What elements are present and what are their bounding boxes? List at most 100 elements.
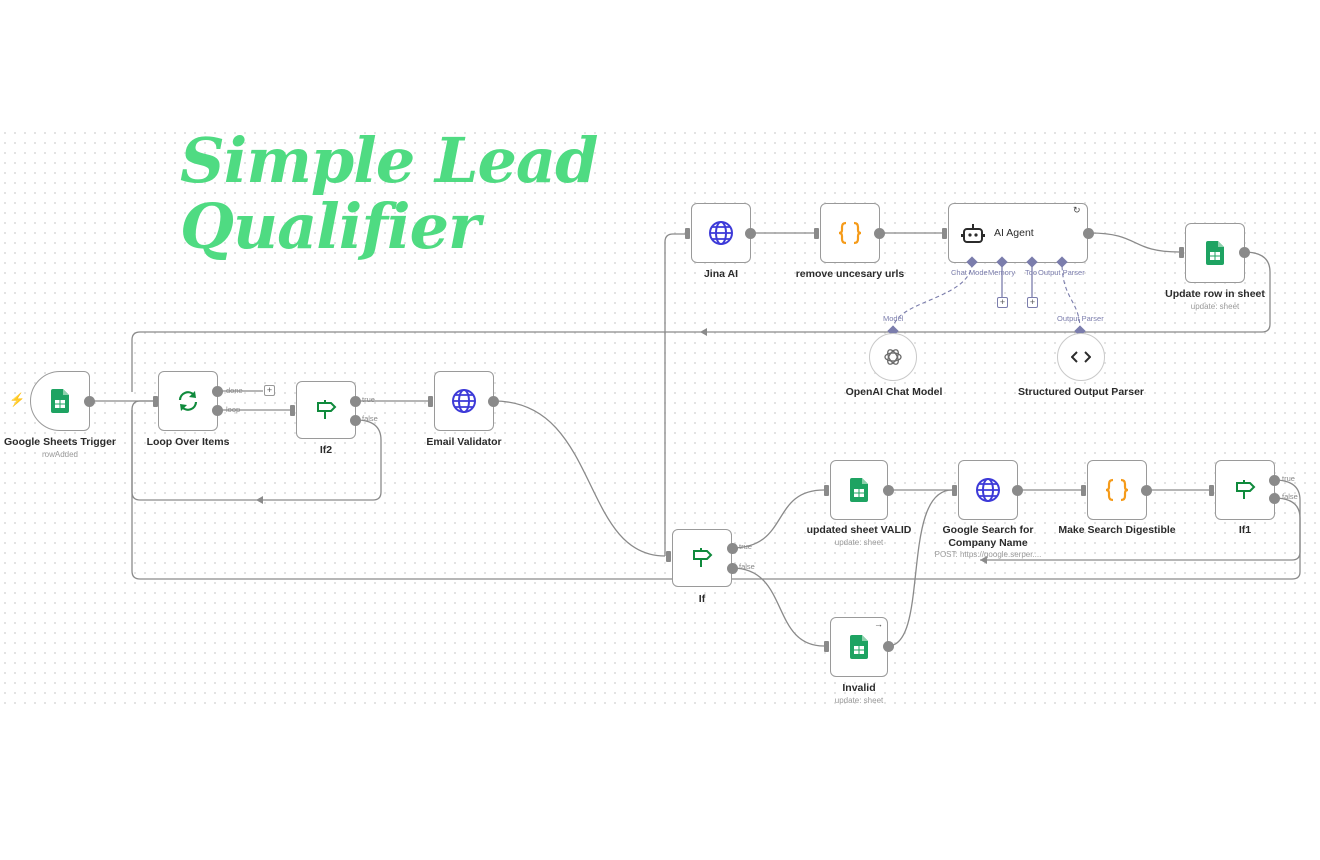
valid-input-port[interactable]	[824, 485, 829, 496]
if1-true-port[interactable]	[1269, 475, 1280, 486]
wire-agent-update	[1089, 232, 1180, 253]
node-jina-ai[interactable]	[691, 203, 751, 263]
jina-input-port[interactable]	[685, 228, 690, 239]
if1-false-port[interactable]	[1269, 493, 1280, 504]
globe-icon	[452, 389, 476, 413]
node-label: Google Search for Company Name	[942, 524, 1034, 549]
canvas-dot-grid	[0, 128, 1320, 708]
node-label: OpenAI Chat Model	[845, 386, 943, 398]
invalid-input-port[interactable]	[824, 641, 829, 652]
port-label-chat-model: Chat Mode	[951, 268, 988, 277]
invalid-output-port[interactable]	[883, 641, 894, 652]
node-label: Make Search Digestible	[1058, 524, 1176, 536]
update-row-input-port[interactable]	[1179, 247, 1184, 258]
digest-input-port[interactable]	[1081, 485, 1086, 496]
if2-true-port[interactable]	[350, 396, 361, 407]
node-openai-chat-model[interactable]	[869, 333, 917, 381]
node-label: If	[698, 593, 706, 605]
port-label-loop: loop	[226, 405, 241, 414]
node-ai-agent[interactable]	[948, 203, 1088, 263]
wire-if-true-valid	[731, 489, 825, 549]
node-if1[interactable]	[1215, 460, 1275, 520]
digest-output-port[interactable]	[1141, 485, 1152, 496]
loop-done-port[interactable]	[212, 386, 223, 397]
port-label-false: false	[362, 414, 378, 423]
robot-icon	[961, 224, 985, 243]
node-label: updated sheet VALID	[806, 524, 912, 536]
node-label: Structured Output Parser	[1017, 386, 1145, 398]
jina-output-port[interactable]	[745, 228, 756, 239]
title-line-2: Qualifier	[180, 190, 481, 263]
loop-loop-port[interactable]	[212, 405, 223, 416]
wire-email-if	[493, 400, 666, 557]
update-row-output-port[interactable]	[1239, 247, 1250, 258]
loop-icon	[178, 391, 198, 411]
trigger-output-port[interactable]	[84, 396, 95, 407]
node-label: Update row in sheet	[1165, 288, 1265, 300]
node-label: If1	[1238, 524, 1252, 536]
google-sheets-icon	[1206, 241, 1224, 265]
node-structured-output-parser[interactable]	[1057, 333, 1105, 381]
node-label: AI Agent	[994, 227, 1034, 239]
if-true-port[interactable]	[727, 543, 738, 554]
add-memory-plus-icon[interactable]: +	[997, 297, 1008, 308]
node-subtitle: POST: https://google.serper....	[934, 550, 1042, 559]
route-sign-icon	[317, 400, 337, 419]
search-input-port[interactable]	[952, 485, 957, 496]
openai-icon	[884, 349, 902, 365]
refresh-icon: ↻	[1073, 205, 1081, 215]
node-label: Email Validator	[426, 436, 502, 448]
port-label-false: false	[739, 562, 755, 571]
remove-output-port[interactable]	[874, 228, 885, 239]
title-line-1: Simple Lead	[180, 124, 598, 197]
valid-output-port[interactable]	[883, 485, 894, 496]
node-make-search-digestible[interactable]	[1087, 460, 1147, 520]
wire-if1-false	[131, 410, 1301, 580]
email-input-port[interactable]	[428, 396, 433, 407]
node-if2[interactable]	[296, 381, 356, 439]
google-sheets-icon	[850, 478, 868, 502]
node-subtitle: update: sheet	[834, 538, 884, 547]
wire-parser-dashed	[1061, 261, 1081, 331]
node-if[interactable]	[672, 529, 732, 587]
node-email-validator[interactable]	[434, 371, 494, 431]
wire-if2-false-back	[131, 400, 382, 501]
node-label: Jina AI	[703, 268, 739, 280]
wire-invalid-search	[887, 489, 953, 647]
agent-output-port[interactable]	[1083, 228, 1094, 239]
node-update-row-in-sheet[interactable]	[1185, 223, 1245, 283]
agent-input-port[interactable]	[942, 228, 947, 239]
globe-icon	[709, 221, 733, 245]
node-google-sheets-trigger[interactable]	[30, 371, 90, 431]
node-updated-sheet-valid[interactable]	[830, 460, 888, 520]
remove-input-port[interactable]	[814, 228, 819, 239]
if2-false-port[interactable]	[350, 415, 361, 426]
google-sheets-icon	[51, 389, 69, 413]
if-input-port[interactable]	[666, 551, 671, 562]
node-label: Loop Over Items	[146, 436, 230, 448]
node-loop-over-items[interactable]	[158, 371, 218, 431]
search-output-port[interactable]	[1012, 485, 1023, 496]
node-google-search[interactable]	[958, 460, 1018, 520]
node-remove-urls[interactable]	[820, 203, 880, 263]
port-label-true: true	[739, 542, 752, 551]
if2-input-port[interactable]	[290, 405, 295, 416]
wire-if-jina	[664, 233, 685, 556]
add-node-plus-icon[interactable]: +	[264, 385, 275, 396]
wire-update-back	[131, 251, 1271, 392]
port-label-memory: Memory	[988, 268, 1016, 277]
route-sign-icon	[693, 548, 713, 567]
port-label-true: true	[1282, 474, 1295, 483]
add-tool-plus-icon[interactable]: +	[1027, 297, 1038, 308]
if-false-port[interactable]	[727, 563, 738, 574]
loop-input-port[interactable]	[153, 396, 158, 407]
if1-input-port[interactable]	[1209, 485, 1214, 496]
port-label-tool: Too	[1025, 268, 1038, 277]
email-output-port[interactable]	[488, 396, 499, 407]
node-label: Invalid	[842, 682, 876, 694]
wire-if-false-invalid	[731, 567, 825, 647]
node-subtitle: update: sheet	[1190, 302, 1240, 311]
workflow-title: Simple Lead Qualifier	[180, 124, 598, 263]
